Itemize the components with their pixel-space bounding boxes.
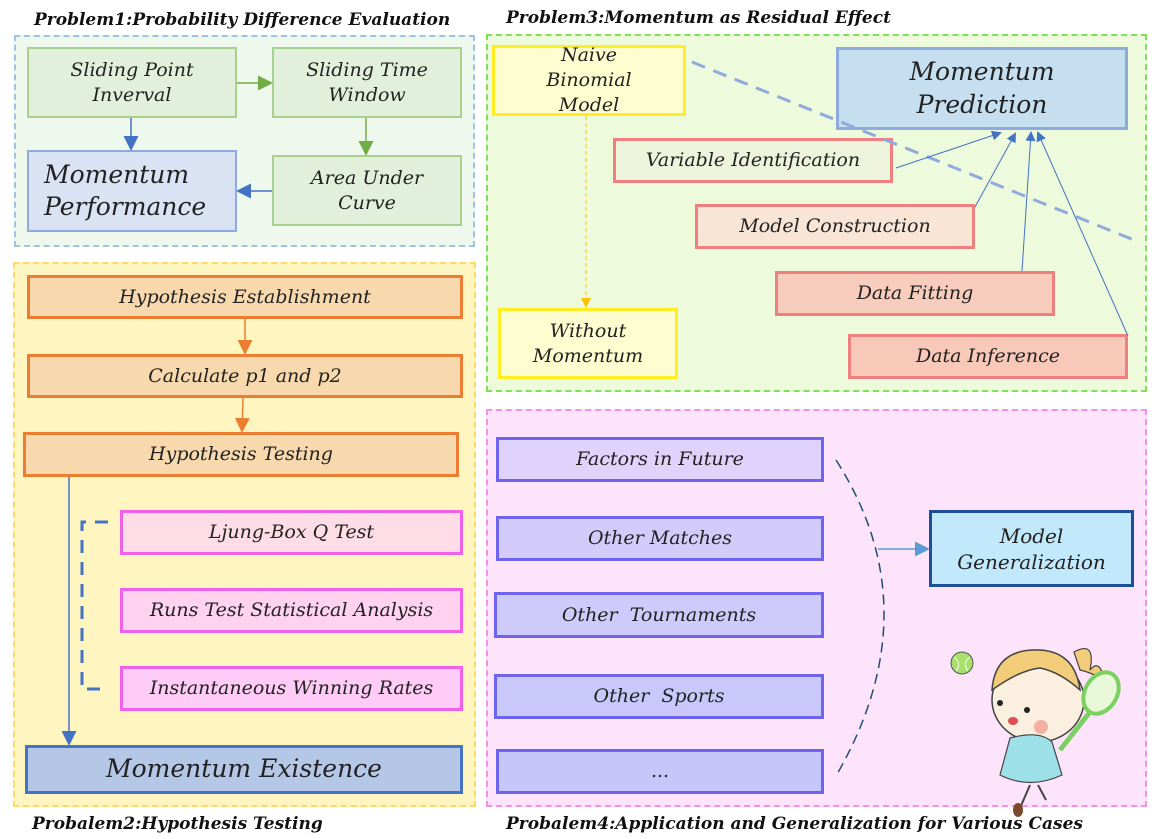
- sliding-point-interval-box: Sliding Point Inverval: [27, 47, 237, 118]
- problem1-title: Problem1:Probability Difference Evaluati…: [34, 10, 451, 30]
- data-fitting-box: Data Fitting: [775, 271, 1055, 316]
- ljung-box-test-box: Ljung-Box Q Test: [120, 510, 463, 555]
- data-inference-box: Data Inference: [848, 334, 1128, 379]
- runs-test-box: Runs Test Statistical Analysis: [120, 588, 463, 633]
- model-generalization-box: Model Generalization: [929, 510, 1134, 587]
- problem3-title: Problem3:Momentum as Residual Effect: [506, 8, 891, 28]
- momentum-performance-box: Momentum Performance: [27, 150, 237, 232]
- case-box: Other Tournaments: [494, 592, 824, 638]
- problem2-title: Probalem2:Hypothesis Testing: [32, 814, 323, 834]
- case-box: ...: [496, 749, 824, 794]
- naive-binomial-model-box: Naive Binomial Model: [492, 44, 686, 116]
- sliding-time-window-box: Sliding Time Window: [272, 47, 462, 118]
- case-box: Factors in Future: [496, 437, 824, 482]
- case-box: Other Sports: [494, 674, 824, 719]
- model-construction-box: Model Construction: [695, 204, 975, 249]
- hypothesis-establishment-box: Hypothesis Establishment: [27, 275, 463, 319]
- case-box: Other Matches: [496, 516, 824, 561]
- variable-identification-box: Variable Identification: [613, 138, 893, 183]
- momentum-prediction-box: Momentum Prediction: [836, 47, 1128, 130]
- instantaneous-winning-rates-box: Instantaneous Winning Rates: [120, 666, 463, 711]
- calculate-p1-p2-box: Calculate p1 and p2: [27, 354, 463, 398]
- momentum-existence-box: Momentum Existence: [25, 745, 463, 794]
- without-momentum-box: Without Momentum: [498, 308, 678, 379]
- problem4-title: Probalem4:Application and Generalization…: [506, 814, 1083, 834]
- area-under-curve-box: Area Under Curve: [272, 155, 462, 226]
- hypothesis-testing-box: Hypothesis Testing: [23, 432, 459, 477]
